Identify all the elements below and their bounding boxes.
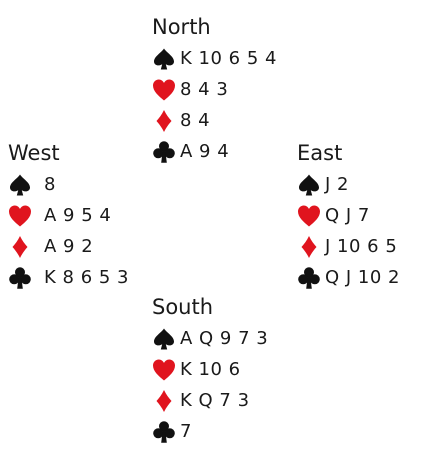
hand-title: North: [152, 15, 211, 39]
diamond-icon: [8, 235, 32, 259]
suit-row-hearts: A 9 5 4: [8, 200, 129, 231]
hand-east: East J 2 Q J 7 J 10 6 5 Q J 10 2: [297, 138, 400, 293]
cards-spades: K 10 6 5 4: [180, 48, 277, 69]
suit-row-clubs: K 8 6 5 3: [8, 262, 129, 293]
cards-spades: A Q 9 7 3: [180, 328, 269, 349]
cards-hearts: A 9 5 4: [44, 205, 112, 226]
diamond-icon: [297, 235, 321, 259]
cards-clubs: Q J 10 2: [325, 267, 400, 288]
hand-title: East: [297, 141, 343, 165]
cards-clubs: 7: [180, 421, 192, 442]
cards-clubs: K 8 6 5 3: [44, 267, 129, 288]
club-icon: [152, 420, 176, 444]
cards-diamonds: J 10 6 5: [325, 236, 398, 257]
hand-title: South: [152, 295, 214, 319]
cards-diamonds: K Q 7 3: [180, 390, 250, 411]
diamond-icon: [152, 109, 176, 133]
club-icon: [152, 140, 176, 164]
club-icon: [8, 266, 32, 290]
suit-row-clubs: A 9 4: [152, 136, 277, 167]
suit-row-diamonds: A 9 2: [8, 231, 129, 262]
heart-icon: [152, 358, 176, 382]
suit-row-clubs: Q J 10 2: [297, 262, 400, 293]
cards-hearts: Q J 7: [325, 205, 370, 226]
club-icon: [297, 266, 321, 290]
cards-spades: J 2: [325, 174, 349, 195]
heart-icon: [152, 78, 176, 102]
spade-icon: [152, 47, 176, 71]
cards-diamonds: A 9 2: [44, 236, 94, 257]
suit-row-diamonds: 8 4: [152, 105, 277, 136]
suit-row-hearts: K 10 6: [152, 354, 268, 385]
suit-row-diamonds: J 10 6 5: [297, 231, 400, 262]
cards-hearts: 8 4 3: [180, 79, 229, 100]
hand-north: North K 10 6 5 4 8 4 3 8 4 A 9 4: [152, 12, 277, 167]
hand-south: South A Q 9 7 3 K 10 6 K Q 7 3 7: [152, 292, 268, 447]
hand-title: West: [8, 141, 60, 165]
cards-diamonds: 8 4: [180, 110, 211, 131]
spade-icon: [152, 327, 176, 351]
hand-west: West 8 A 9 5 4 A 9 2 K 8 6 5 3: [8, 138, 129, 293]
suit-row-spades: K 10 6 5 4: [152, 43, 277, 74]
heart-icon: [8, 204, 32, 228]
spade-icon: [297, 173, 321, 197]
suit-row-spades: A Q 9 7 3: [152, 323, 268, 354]
suit-row-clubs: 7: [152, 416, 268, 447]
cards-hearts: K 10 6: [180, 359, 241, 380]
suit-row-hearts: Q J 7: [297, 200, 400, 231]
cards-spades: 8: [44, 174, 56, 195]
heart-icon: [297, 204, 321, 228]
spade-icon: [8, 173, 32, 197]
suit-row-spades: J 2: [297, 169, 400, 200]
cards-clubs: A 9 4: [180, 141, 230, 162]
suit-row-hearts: 8 4 3: [152, 74, 277, 105]
suit-row-spades: 8: [8, 169, 129, 200]
diamond-icon: [152, 389, 176, 413]
suit-row-diamonds: K Q 7 3: [152, 385, 268, 416]
